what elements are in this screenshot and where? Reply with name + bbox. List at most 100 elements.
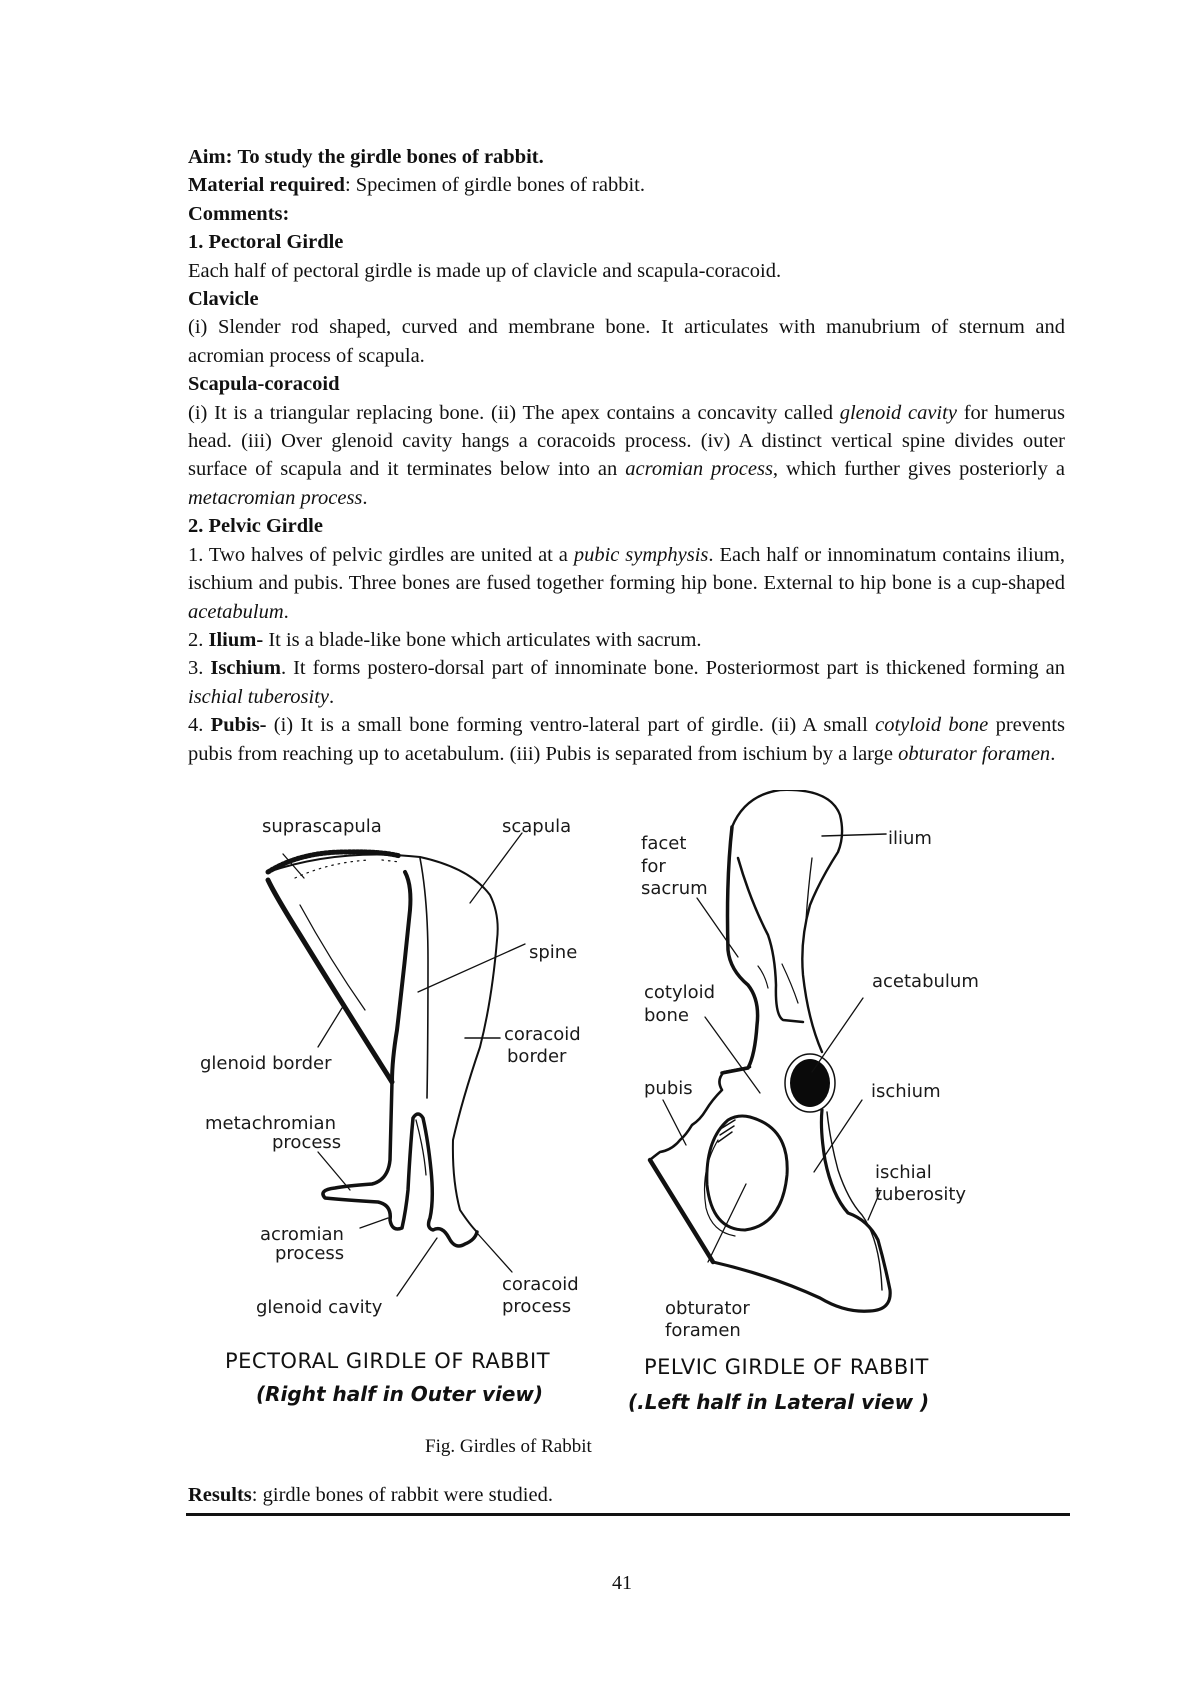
pelvic-p3-text: . It forms postero-dorsal part of innomi…: [280, 657, 1065, 680]
label-cotyloid-1: cotyloid: [644, 982, 715, 1003]
pointer-glenoid-cavity: [396, 1237, 438, 1297]
label-facet-3: sacrum: [641, 878, 708, 899]
pointer-glenoid-border: [317, 1007, 343, 1048]
pointer-facet-sacrum: [696, 897, 739, 958]
material-line: Material required: Specimen of girdle bo…: [188, 171, 1065, 199]
horizontal-rule: [186, 1513, 1070, 1516]
scapula-text-4: .: [362, 486, 368, 509]
glenoid-border-inner: [299, 904, 366, 1011]
label-pubis: pubis: [644, 1078, 693, 1099]
term-pubic-symphysis: pubic symphysis: [573, 543, 709, 566]
pectoral-figure-subtitle: (Right half in Outer view): [256, 1382, 543, 1406]
scapula-text: (i) It is a triangular replacing bone. (…: [188, 399, 1065, 513]
pelvic-p1-c: .: [283, 600, 289, 623]
page-number: 41: [612, 1572, 632, 1594]
acromion-coracoid-outline: [321, 1080, 479, 1248]
body-text: Aim: To study the girdle bones of rabbit…: [188, 143, 1065, 768]
pelvic-p4-a: (i) It is a small bone forming ventro-la…: [266, 714, 876, 737]
pointer-ischium: [813, 1099, 863, 1173]
term-ischial-tuberosity: ischial tuberosity: [188, 685, 330, 708]
obturator-foramen-outline: [705, 1114, 789, 1232]
label-glenoid-border: glenoid border: [200, 1053, 332, 1074]
girdles-figure: suprascapula scapula spine coracoid bord…: [190, 790, 1030, 1430]
suprascapula-edge: [265, 849, 403, 875]
pelvic-p3-end: .: [329, 685, 335, 708]
clavicle-text: (i) Slender rod shaped, curved and membr…: [188, 316, 1065, 367]
label-acromian-2: process: [275, 1243, 344, 1264]
label-coracoid-process-2: process: [502, 1296, 571, 1317]
ilium-outline: [730, 790, 844, 1054]
girdles-diagram: suprascapula scapula spine coracoid bord…: [200, 790, 979, 1414]
scapula-text-3: , which further gives posteriorly a: [772, 458, 1066, 481]
results-text: : girdle bones of rabbit were studied.: [251, 1484, 553, 1506]
sacral-facet-edge: [720, 825, 760, 1075]
ischium-inner-line: [826, 1111, 883, 1291]
acetabulum-cavity: [790, 1059, 830, 1107]
material-text: : Specimen of girdle bones of rabbit.: [344, 174, 645, 197]
label-suprascapula: suprascapula: [262, 816, 382, 837]
label-spine: spine: [529, 942, 577, 963]
pelvic-p4-num: 4.: [188, 714, 211, 737]
label-acetabulum: acetabulum: [872, 971, 979, 992]
pelvic-p4-b: prevents pubis from reaching up to aceta…: [188, 714, 1066, 765]
acetabulum-rim: [784, 1053, 836, 1113]
pelvic-p4-c: .: [1050, 742, 1056, 765]
label-ischial-1: ischial: [875, 1162, 932, 1183]
pointer-coracoid-process: [477, 1233, 513, 1273]
pelvic-p2: 2. Ilium- It is a blade-like bone which …: [188, 626, 1065, 654]
pubis-label: Pubis-: [210, 714, 267, 737]
glenoid-border-line: [265, 877, 395, 1085]
ilium-inner-ridge: [736, 856, 805, 1024]
term-acetabulum: acetabulum: [188, 600, 284, 623]
pelvic-figure-subtitle: (.Left half in Lateral view ): [628, 1390, 929, 1414]
label-acromian-1: acromian: [260, 1224, 344, 1245]
ischium-outline: [711, 1108, 892, 1313]
ilium-inner-line: [805, 857, 813, 921]
ischium-label: Ischium: [210, 657, 281, 680]
pointer-obturator: [707, 1183, 747, 1263]
term-obturator-foramen: obturator foramen: [898, 742, 1051, 765]
figure-caption: Fig. Girdles of Rabbit: [425, 1436, 592, 1457]
pelvic-p1: 1. Two halves of pelvic girdles are unit…: [188, 541, 1065, 626]
label-glenoid-cavity: glenoid cavity: [256, 1297, 383, 1318]
pectoral-figure-title: PECTORAL GIRDLE OF RABBIT: [225, 1349, 550, 1373]
label-scapula: scapula: [502, 816, 571, 837]
pelvic-p4: 4. Pubis- (i) It is a small bone forming…: [188, 711, 1065, 768]
spine-ridge: [390, 870, 413, 1084]
spine-thin-line: [419, 857, 429, 1099]
pointer-metachromian: [317, 1151, 351, 1191]
pelvic-p3: 3. Ischium. It forms postero-dorsal part…: [188, 654, 1065, 711]
term-glenoid-cavity: glenoid cavity: [839, 401, 957, 424]
pubis-edge: [648, 1065, 752, 1162]
pelvic-p1-b: . Each half or innominatum contains iliu…: [188, 543, 1065, 595]
pointer-ilium: [821, 833, 887, 837]
pelvic-heading: 2. Pelvic Girdle: [188, 515, 323, 538]
label-ischial-2: tuberosity: [875, 1184, 966, 1205]
pointer-acetabulum: [811, 997, 864, 1073]
aim-label: Aim:: [188, 146, 233, 168]
label-coracoid-process-1: coracoid: [502, 1274, 579, 1295]
term-metacromian-process: metacromian process: [188, 486, 363, 509]
pelvic-figure-title: PELVIC GIRDLE OF RABBIT: [644, 1355, 929, 1379]
label-coracoid-border-2: border: [507, 1046, 567, 1067]
label-coracoid-border-1: coracoid: [504, 1024, 581, 1045]
term-cotyloid-bone: cotyloid bone: [875, 714, 989, 737]
label-facet-1: facet: [641, 833, 686, 854]
pelvic-p3-num: 3.: [188, 657, 211, 680]
pelvic-girdle-drawing: [647, 790, 892, 1313]
obturator-hatching: [717, 1119, 736, 1143]
scapula-heading: Scapula-coracoid: [188, 373, 340, 396]
ilium-detail-lines: [757, 963, 799, 1004]
pointer-ischial-tuberosity: [867, 1191, 881, 1221]
pointer-cotyloid: [704, 1016, 761, 1094]
label-facet-2: for: [641, 856, 666, 877]
pelvic-p2-text: It is a blade-like bone which articulate…: [263, 628, 702, 651]
material-label: Material required: [188, 174, 345, 197]
results-label: Results: [188, 1484, 252, 1506]
scapula-outline: [267, 853, 499, 1233]
label-metachromian-1: metachromian: [205, 1113, 336, 1134]
clavicle-heading: Clavicle: [188, 288, 259, 311]
label-obturator-1: obturator: [665, 1298, 750, 1319]
pectoral-intro: Each half of pectoral girdle is made up …: [188, 259, 782, 282]
